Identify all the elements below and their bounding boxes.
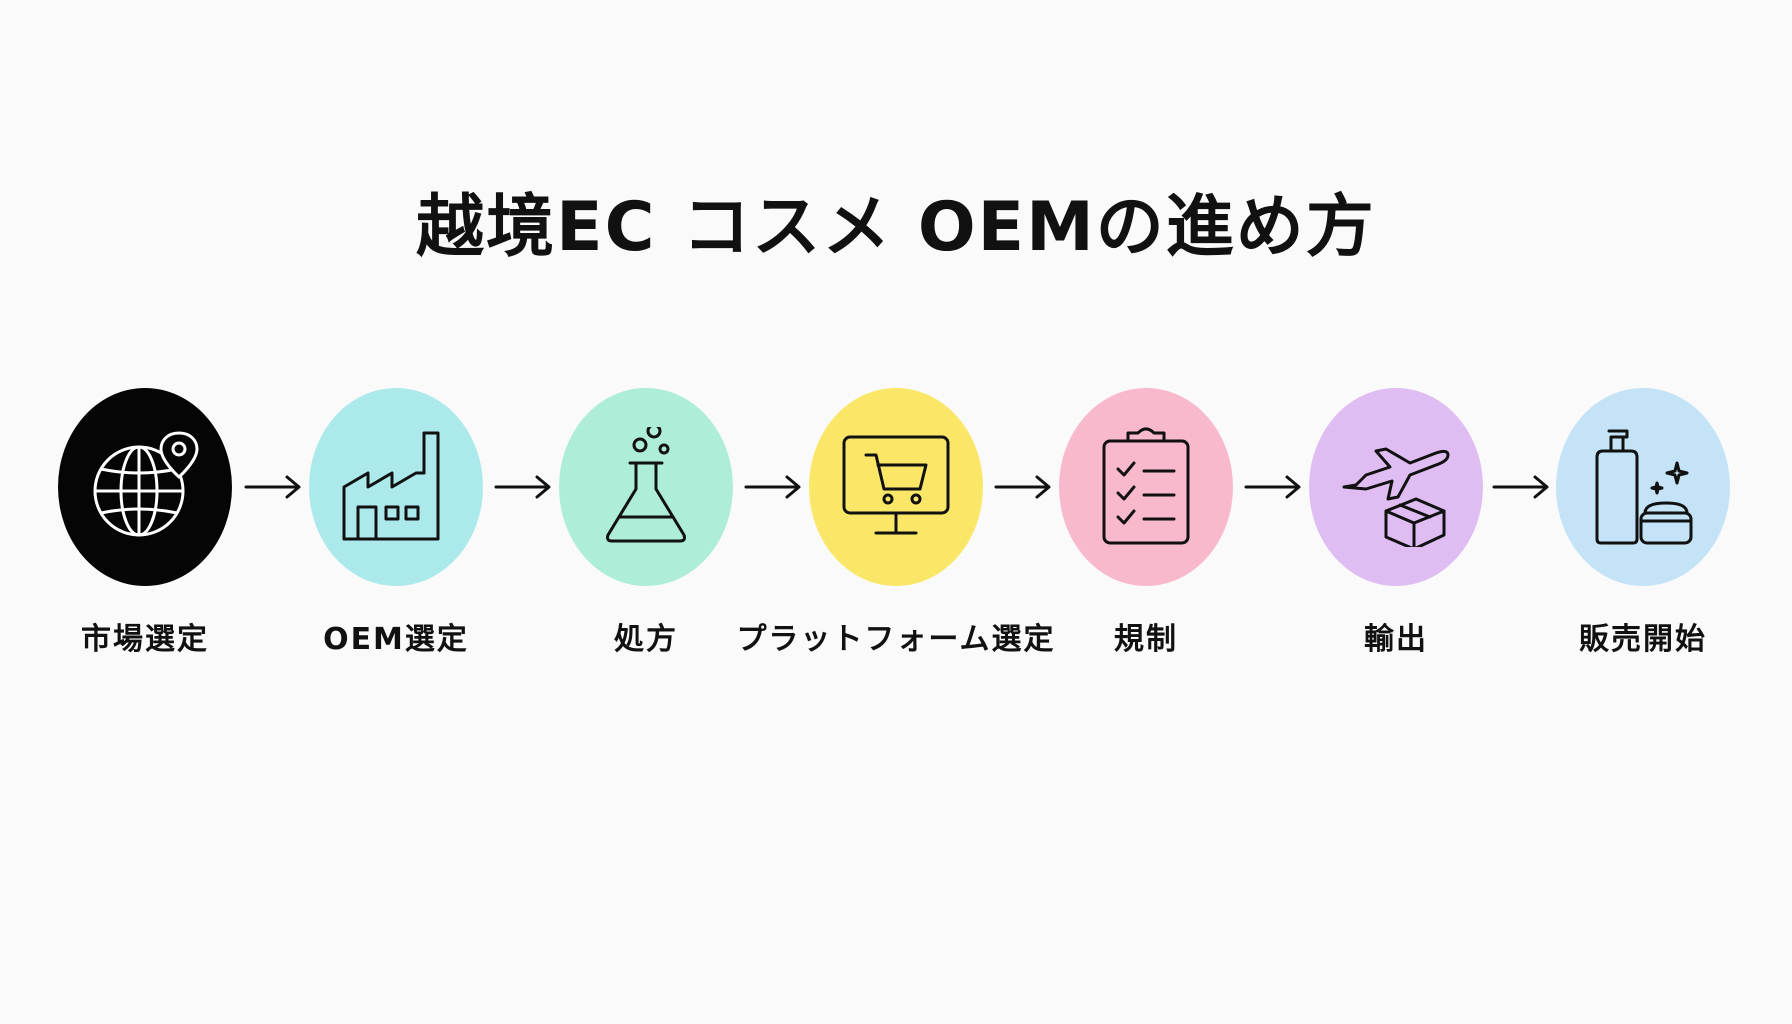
globe-location-icon: [93, 431, 199, 537]
arrow-right-icon: [243, 472, 303, 502]
clipboard-checklist-icon: [1102, 427, 1190, 545]
step-circle: [1059, 388, 1233, 586]
airplane-box-icon: [1342, 447, 1450, 547]
step-label: 規制: [1114, 622, 1178, 657]
arrow-right-icon: [993, 472, 1053, 502]
step-label: OEM選定: [323, 622, 469, 657]
step-label: 市場選定: [81, 622, 209, 657]
step-circle: [309, 388, 483, 586]
diagram-title: 越境EC コスメ OEMの進め方: [416, 188, 1376, 267]
step-label: 販売開始: [1579, 622, 1707, 657]
step-circle: [58, 388, 232, 586]
step-circle: [809, 388, 983, 586]
arrow-right-icon: [1491, 472, 1551, 502]
monitor-cart-icon: [842, 435, 950, 535]
step-label: プラットフォーム選定: [736, 622, 1056, 657]
step-label: 輸出: [1364, 622, 1428, 657]
step-circle: [1556, 388, 1730, 586]
arrow-right-icon: [1243, 472, 1303, 502]
step-label: 処方: [614, 622, 678, 657]
step-circle: [1309, 388, 1483, 586]
flask-icon: [606, 427, 686, 543]
factory-icon: [342, 431, 440, 541]
cosmetics-bottle-icon: [1595, 429, 1693, 545]
arrow-right-icon: [493, 472, 553, 502]
arrow-right-icon: [743, 472, 803, 502]
step-circle: [559, 388, 733, 586]
